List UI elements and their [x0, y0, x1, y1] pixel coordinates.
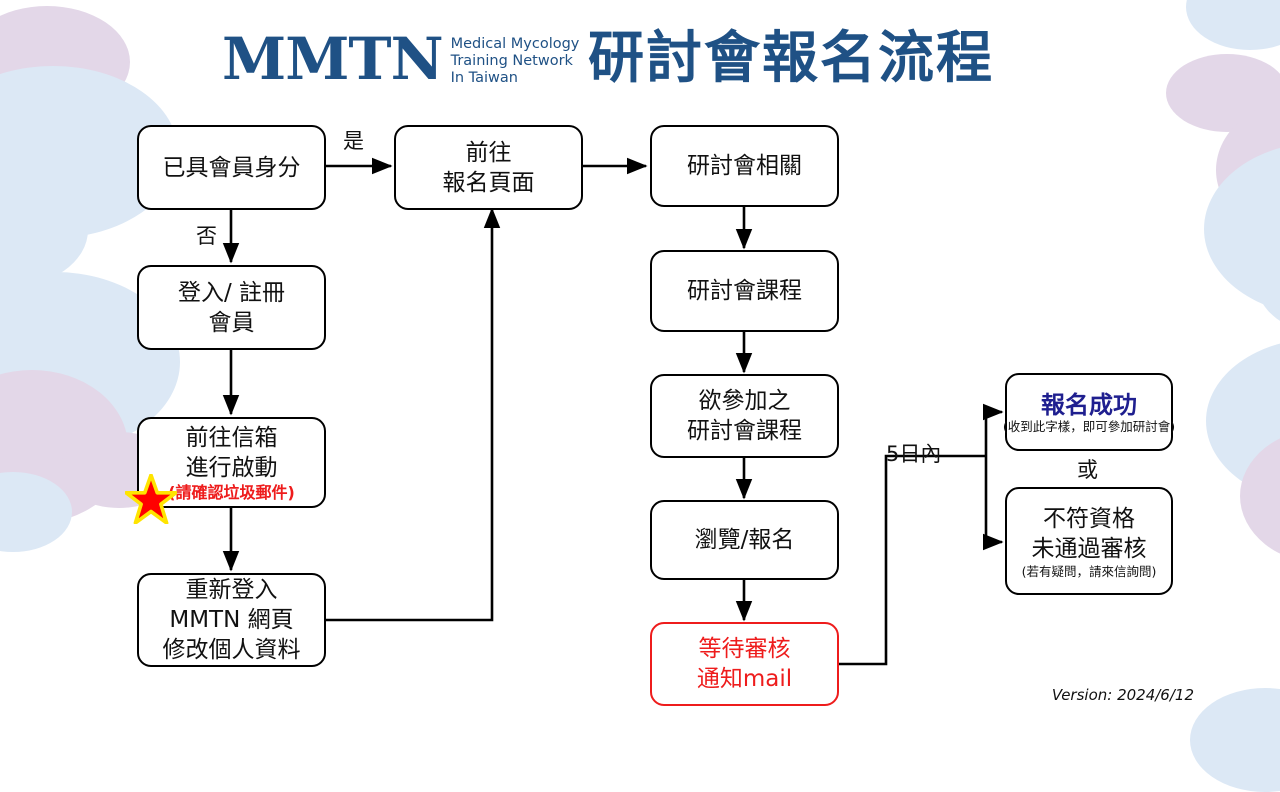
- node-line: 研討會相關: [687, 153, 802, 179]
- logo-subtitle-line-2: Training Network: [450, 52, 573, 69]
- node-line: 前往信箱: [185, 425, 278, 451]
- node-member-check[interactable]: 已具會員身分: [137, 125, 326, 210]
- logo-subtitle-line-1: Medical Mycology: [450, 35, 580, 52]
- edge-branch-to-rejected: [982, 456, 1004, 551]
- node-await-review[interactable]: 等待審核 通知mail: [650, 622, 839, 706]
- red-star-icon: [125, 474, 177, 524]
- node-login-register[interactable]: 登入/ 註冊 會員: [137, 265, 326, 350]
- node-line: 瀏覽/報名: [694, 527, 795, 553]
- edge-relogin-to-signup: [326, 207, 501, 622]
- node-signup-page[interactable]: 前往 報名頁面: [394, 125, 583, 210]
- node-line: 會員: [208, 309, 255, 336]
- edge-await-to-branch: [838, 454, 986, 666]
- node-line: 已具會員身分: [162, 154, 301, 181]
- node-seminar-info[interactable]: 研討會相關: [650, 125, 839, 207]
- node-relogin-edit-profile[interactable]: 重新登入 MMTN 網頁 修改個人資料: [137, 573, 326, 667]
- node-line: 進行啟動: [185, 455, 278, 481]
- node-line: 未通過審核: [1031, 535, 1147, 562]
- connector-layer: signup-page (yes) --> login (no) --> act…: [222, 157, 1004, 666]
- edge-label-no: 否: [196, 224, 217, 248]
- edge-label-yes: 是: [343, 129, 364, 153]
- node-line: 欲參加之: [698, 388, 791, 414]
- node-signup-success[interactable]: 報名成功 (收到此字樣，即可參加研討會): [1002, 373, 1176, 451]
- node-line: 登入/ 註冊: [177, 279, 286, 306]
- node-line: 重新登入: [185, 577, 278, 603]
- node-line: 通知mail: [696, 666, 793, 692]
- node-note-success-hint: (收到此字樣，即可參加研討會): [1002, 418, 1176, 434]
- node-line: 修改個人資料: [162, 637, 301, 663]
- node-browse-signup[interactable]: 瀏覽/報名: [650, 500, 839, 580]
- node-line: 研討會課程: [687, 278, 802, 304]
- page-title: 研討會報名流程: [588, 26, 994, 91]
- node-line: 不符資格: [1043, 505, 1135, 532]
- edge-label-or: 或: [1077, 458, 1098, 482]
- node-note-spam-warning: (請確認垃圾郵件): [168, 483, 295, 502]
- logo-subtitle: Medical Mycology Training Network In Tai…: [451, 32, 580, 87]
- edge-branch-to-success: [982, 403, 1004, 456]
- mmtn-logo: MMTN Medical Mycology Training Network I…: [222, 30, 579, 88]
- node-line-success: 報名成功: [1041, 390, 1137, 419]
- logo-wordmark: MMTN: [222, 25, 444, 93]
- node-desired-course[interactable]: 欲參加之 研討會課程: [650, 374, 839, 458]
- edge-label-within-5-days: 5日內: [886, 442, 942, 466]
- logo-subtitle-line-3: In Taiwan: [450, 69, 518, 86]
- node-line: 研討會課程: [687, 418, 802, 444]
- node-line: 報名頁面: [442, 169, 535, 196]
- node-seminar-course[interactable]: 研討會課程: [650, 250, 839, 332]
- node-not-qualified[interactable]: 不符資格 未通過審核 (若有疑問，請來信詢問): [1005, 487, 1173, 595]
- node-line: 前往: [465, 139, 512, 166]
- node-line: MMTN 網頁: [169, 607, 294, 633]
- node-note-rejected-hint: (若有疑問，請來信詢問): [1021, 563, 1157, 579]
- node-line: 等待審核: [698, 636, 791, 662]
- version-label: Version: 2024/6/12: [1051, 686, 1194, 704]
